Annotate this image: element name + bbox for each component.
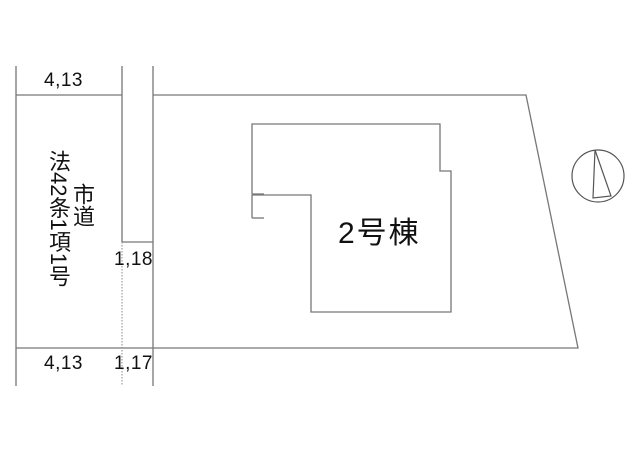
setback-bottom-label: 1,17 xyxy=(114,353,153,374)
building-footprint xyxy=(251,123,452,313)
north-arrow-icon xyxy=(571,149,625,203)
road-type-label: 市道 xyxy=(70,183,95,227)
road-width-top-label: 4,13 xyxy=(44,70,83,91)
road-width-bottom-label: 4,13 xyxy=(44,353,83,374)
setback-mid-label: 1,18 xyxy=(114,249,153,270)
building-label: 2号棟 xyxy=(338,217,421,250)
lot-boundary xyxy=(153,94,579,349)
road-classification-label: 法42条1項1号 xyxy=(46,150,71,287)
